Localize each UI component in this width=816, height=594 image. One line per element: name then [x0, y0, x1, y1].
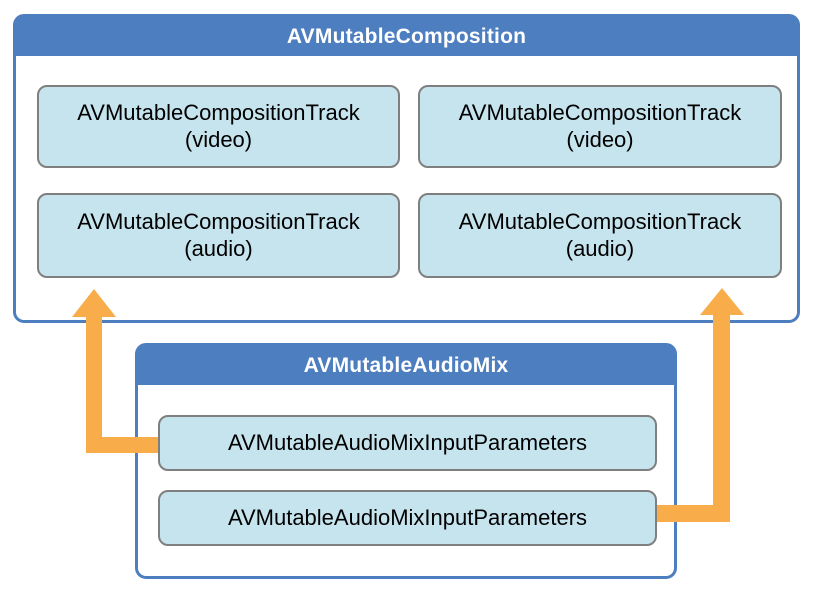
audiomix-input-parameters-2: AVMutableAudioMixInputParameters — [158, 490, 657, 546]
track-kind: (video) — [184, 126, 253, 152]
track-kind: (audio) — [565, 235, 635, 261]
composition-container: AVMutableComposition AVMutableCompositio… — [13, 14, 800, 323]
track-name: AVMutableCompositionTrack — [458, 208, 742, 234]
composition-header: AVMutableComposition — [16, 17, 797, 56]
input-parameters-label: AVMutableAudioMixInputParameters — [227, 429, 588, 455]
audiomix-container: AVMutableAudioMix AVMutableAudioMixInput… — [135, 343, 677, 579]
composition-track-audio-right: AVMutableCompositionTrack (audio) — [418, 193, 782, 278]
track-name: AVMutableCompositionTrack — [458, 99, 742, 125]
composition-track-video-right: AVMutableCompositionTrack (video) — [418, 85, 782, 168]
composition-track-video-left: AVMutableCompositionTrack (video) — [37, 85, 400, 168]
composition-track-audio-left: AVMutableCompositionTrack (audio) — [37, 193, 400, 278]
audiomix-input-parameters-1: AVMutableAudioMixInputParameters — [158, 415, 657, 471]
track-kind: (video) — [566, 126, 634, 152]
audiomix-header: AVMutableAudioMix — [138, 346, 674, 385]
track-name: AVMutableCompositionTrack — [77, 208, 360, 234]
track-kind: (audio) — [184, 235, 253, 261]
input-parameters-label: AVMutableAudioMixInputParameters — [227, 504, 588, 530]
track-name: AVMutableCompositionTrack — [77, 99, 360, 125]
